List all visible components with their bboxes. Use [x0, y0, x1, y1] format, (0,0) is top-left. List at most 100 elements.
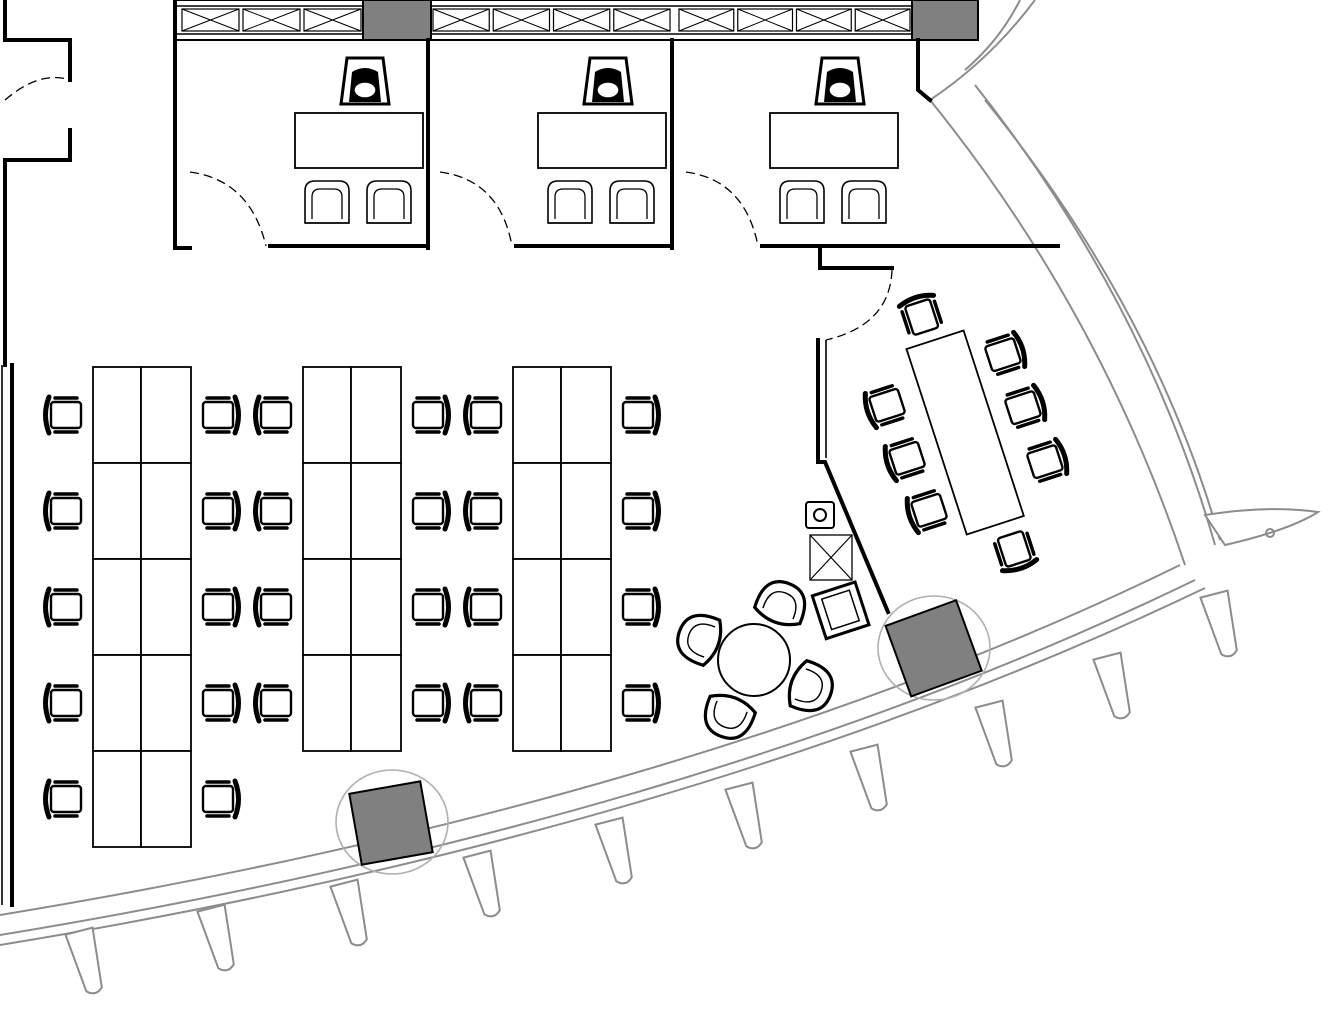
task-chair-icon: [201, 682, 241, 724]
task-chair-icon: [43, 682, 83, 724]
executive-chair-icon: [814, 56, 866, 106]
column: [362, 0, 432, 41]
task-chair-icon: [463, 490, 503, 532]
workstation-desk: [302, 366, 352, 464]
task-chair-icon: [463, 586, 503, 628]
conference-table: [905, 329, 1025, 536]
task-chair-icon: [43, 394, 83, 436]
workstation-desk: [92, 462, 142, 560]
guest-chair-icon: [304, 180, 350, 224]
facade-fin: [1199, 589, 1238, 658]
task-chair-icon: [411, 394, 451, 436]
storage-cabinet: [181, 8, 240, 32]
storage-cabinet: [303, 8, 362, 32]
executive-chair-icon: [582, 56, 634, 106]
workstation-desk: [302, 462, 352, 560]
workstation-desk: [560, 366, 612, 464]
facade-fin: [594, 816, 633, 885]
task-chair-icon: [201, 490, 241, 532]
task-chair-icon: [463, 394, 503, 436]
storage-cabinet: [809, 534, 853, 581]
overhead-storage: [181, 8, 911, 32]
task-chair-icon: [253, 682, 293, 724]
task-chair-icon: [253, 490, 293, 532]
workstation-desk: [512, 558, 562, 656]
task-chair-icon: [621, 682, 661, 724]
storage-cabinet: [737, 8, 794, 32]
task-chair-icon: [882, 436, 926, 484]
workstation-desk: [302, 654, 352, 752]
private-office-2: [537, 56, 667, 224]
facade-fin: [196, 903, 235, 972]
workstation-desk: [512, 462, 562, 560]
guest-chair-icon: [366, 180, 412, 224]
meeting-chair-icon: [676, 613, 723, 668]
conference-chairs: [862, 292, 1070, 574]
top-wall: [174, 0, 931, 41]
workstation-desk: [140, 462, 192, 560]
round-table-chairs: [676, 580, 834, 740]
facade-fin: [1092, 651, 1131, 720]
storage-cabinet: [432, 8, 490, 32]
executive-chair-icon: [339, 56, 391, 106]
meeting-chair-icon: [787, 658, 834, 713]
storage-cabinet: [613, 8, 671, 32]
workstation-desk: [350, 462, 402, 560]
workstation-desk: [560, 558, 612, 656]
workstation-desk: [560, 654, 612, 752]
guest-chair-icon: [841, 180, 887, 224]
workstation-cluster: [43, 366, 241, 848]
guest-chair-icon: [547, 180, 593, 224]
service-units: [805, 501, 871, 641]
guest-chair-icon: [779, 180, 825, 224]
workstation-desk: [92, 366, 142, 464]
workstation-desk: [560, 462, 612, 560]
workstation-desk: [140, 558, 192, 656]
column: [348, 780, 434, 866]
workstation-desk: [92, 558, 142, 656]
facade-fin: [724, 781, 763, 850]
task-chair-icon: [411, 682, 451, 724]
task-chair-icon: [43, 778, 83, 820]
workstation-desk: [140, 366, 192, 464]
task-chair-icon: [621, 586, 661, 628]
task-chair-icon: [253, 586, 293, 628]
facade-fin: [329, 878, 368, 947]
meeting-chair-icon: [752, 580, 807, 627]
task-chair-icon: [43, 586, 83, 628]
task-chair-icon: [253, 394, 293, 436]
office-desk: [769, 112, 899, 169]
storage-cabinet: [795, 8, 852, 32]
workstation-cluster: [463, 366, 661, 752]
private-office-1: [294, 56, 424, 224]
storage-cabinet: [552, 8, 611, 32]
storage-cabinet: [492, 8, 551, 32]
workstation-desk: [512, 366, 562, 464]
private-offices: [294, 56, 899, 224]
task-chair-icon: [411, 586, 451, 628]
task-chair-icon: [201, 586, 241, 628]
facade-columns: [335, 595, 991, 875]
walls: [1, 0, 1060, 907]
workstation-desk: [302, 558, 352, 656]
task-chair-icon: [201, 778, 241, 820]
task-chair-icon: [992, 530, 1040, 574]
workstation-desk: [350, 558, 402, 656]
task-chair-icon: [43, 490, 83, 532]
task-chair-icon: [201, 394, 241, 436]
conference-room: [862, 292, 1070, 574]
task-chair-icon: [984, 329, 1028, 377]
file-cabinet: [810, 580, 871, 641]
workstation-desk: [92, 654, 142, 752]
task-chair-icon: [862, 383, 906, 431]
office-desk: [537, 112, 667, 169]
workstation-desk: [350, 654, 402, 752]
private-office-3: [769, 56, 899, 224]
curtain-wall: [0, 0, 1321, 946]
facade-fins: [64, 589, 1238, 995]
meeting-chair-icon: [703, 693, 758, 740]
storage-cabinet: [242, 8, 301, 32]
facade-fin: [462, 849, 501, 918]
task-chair-icon: [621, 490, 661, 532]
